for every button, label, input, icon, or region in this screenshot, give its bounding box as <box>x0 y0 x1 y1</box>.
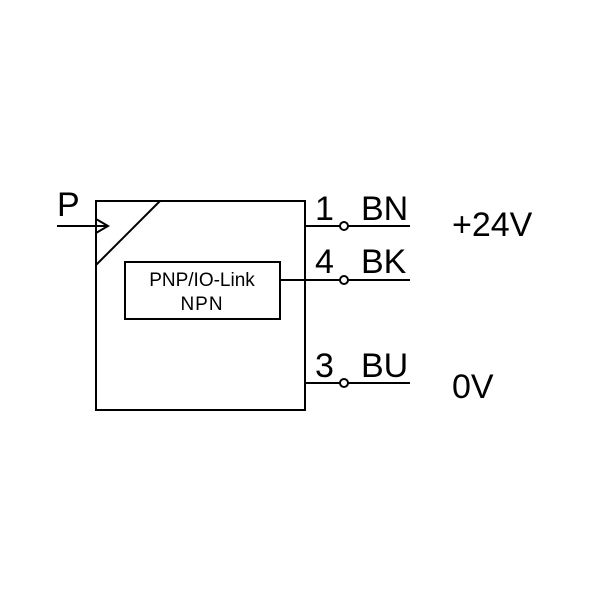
input-arrow-icon <box>95 218 110 234</box>
pin-1-lead: 1 BN <box>305 190 410 231</box>
pin-4-terminal-icon <box>339 275 349 285</box>
pin-3-color: BU <box>361 347 408 385</box>
supply-positive-label: +24V <box>452 206 533 244</box>
pin-3-number: 3 <box>315 347 334 385</box>
input-label: P <box>57 186 80 224</box>
pin-1-number: 1 <box>315 190 334 228</box>
sensor-body <box>95 200 306 411</box>
output-module-box <box>124 261 281 320</box>
pin-1-terminal-icon <box>339 221 349 231</box>
pin-1-color: BN <box>361 190 408 228</box>
supply-ground-label: 0V <box>452 368 494 406</box>
module-line-2: NPN <box>180 294 223 315</box>
pin-4-lead: 4 BK <box>280 243 410 285</box>
pin-4-color: BK <box>361 243 407 281</box>
sensor-diagonal <box>95 200 161 266</box>
pin-3-lead: 3 BU <box>305 347 410 388</box>
pin-4-number: 4 <box>315 243 334 281</box>
module-line-1: PNP/IO-Link <box>149 270 255 291</box>
pin-3-terminal-icon <box>339 378 349 388</box>
